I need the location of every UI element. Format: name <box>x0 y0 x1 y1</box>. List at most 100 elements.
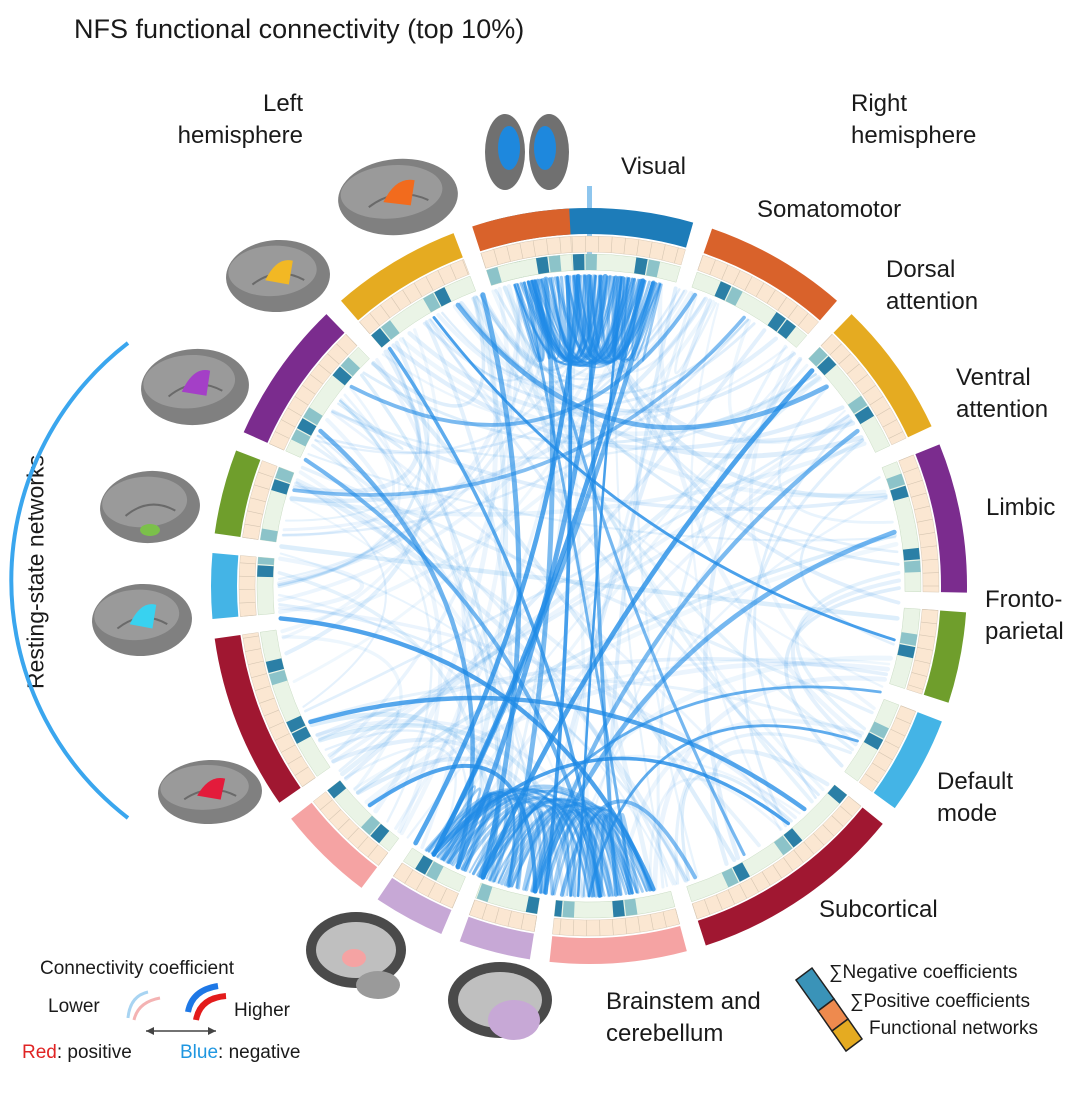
brain-region-default-mode <box>197 777 226 800</box>
ring-positive-track-frontoparietal <box>238 555 257 617</box>
connection-link-faint <box>317 722 586 899</box>
connection-link-faint <box>371 296 486 408</box>
connection-link-strong <box>432 756 790 857</box>
ring-tick <box>914 505 930 511</box>
network-label-ventral-attention: Ventral attention <box>956 362 1048 426</box>
connection-link-faint <box>742 438 865 828</box>
network-label-default-mode-line-1: Default <box>937 768 1014 795</box>
network-label-ventral-attention-line-2: attention <box>956 396 1049 423</box>
connection-link-faint <box>427 363 809 854</box>
connection-link-faint <box>289 499 593 898</box>
connection-link-visual <box>577 274 651 363</box>
brain-thumbnails <box>9 114 569 1040</box>
connection-link-subcortical <box>442 791 491 872</box>
ring-negative-cell <box>296 418 317 436</box>
connection-link-faint <box>329 282 521 760</box>
connection-link-strong <box>318 428 475 870</box>
network-label-ventral-attention-line-1: Ventral <box>956 364 1031 391</box>
ring-tick <box>378 852 389 866</box>
ring-tick <box>783 857 793 871</box>
connection-link-faint <box>674 732 853 885</box>
connection-link-faint <box>790 578 901 747</box>
ring-tick <box>777 297 787 311</box>
ring-tick <box>876 407 891 417</box>
ring-negative-cell <box>808 347 828 367</box>
ring-band-brainstem-cerebellum <box>377 877 452 934</box>
ring-tick <box>328 809 341 821</box>
ring-tick <box>302 777 316 787</box>
ring-negative-cell <box>380 320 400 340</box>
connection-link-subcortical <box>489 804 574 897</box>
ring-negative-cell <box>783 828 803 848</box>
connection-link-faint <box>425 320 884 688</box>
connection-link-faint <box>424 319 515 885</box>
ring-tick <box>610 236 613 253</box>
ring-tick <box>280 744 296 753</box>
connection-link-faint <box>292 349 422 494</box>
brain-region-visual-right <box>534 126 556 170</box>
ring-negative-cell <box>624 898 638 916</box>
ring-negative-cell <box>275 467 294 484</box>
ring-tick <box>393 862 403 877</box>
brain-thumbnail-visual <box>485 114 569 190</box>
connection-link-faint <box>295 481 387 708</box>
connection-link-faint <box>491 289 825 792</box>
ring-tick <box>697 254 704 271</box>
ring-tick <box>437 270 445 285</box>
connection-link-faint <box>479 289 685 381</box>
connection-link-visual <box>548 274 598 361</box>
ring-tick <box>244 523 261 528</box>
ring-tick <box>662 911 667 928</box>
ring-band-limbic <box>923 610 967 703</box>
connection-link-faint <box>373 292 499 814</box>
connection-link-strong <box>532 529 897 894</box>
ring-tick <box>269 443 284 451</box>
connection-link-faint <box>315 656 889 738</box>
connection-link-visual <box>531 276 561 360</box>
brain-thumbnail-frontoparietal <box>92 583 192 657</box>
connection-link-faint <box>428 318 820 797</box>
ring-tick <box>648 241 653 258</box>
connection-link-faint <box>278 606 797 820</box>
ring-band-ventral-attention <box>243 314 345 443</box>
ring-negative-cell <box>303 407 323 426</box>
ring-negative-cell <box>291 429 311 447</box>
network-label-somatomotor: Somatomotor <box>757 194 901 226</box>
network-ring <box>211 208 967 964</box>
ring-band-dorsal-attention <box>341 233 463 321</box>
ring-band-brainstem-cerebellum <box>459 916 534 960</box>
ring-tick <box>704 899 711 915</box>
ring-tick <box>319 799 333 811</box>
connection-link-faint <box>441 279 645 384</box>
legend-red-word: Red <box>22 1042 57 1063</box>
connection-link-strong <box>481 685 882 879</box>
left-hemisphere-label: Left hemisphere <box>153 88 303 152</box>
connection-link-visual <box>522 278 640 368</box>
legend-arrow-left-head <box>146 1027 154 1035</box>
ring-segment-somatomotor <box>472 208 573 286</box>
ring-negative-cell <box>340 357 361 377</box>
ring-tick <box>451 893 459 909</box>
ring-tick <box>369 313 380 326</box>
ring-negative-cell <box>268 670 288 686</box>
connection-link-faint <box>280 300 716 634</box>
ring-tick <box>506 245 511 262</box>
ring-tick <box>345 334 358 346</box>
ring-tick <box>546 238 549 255</box>
ring-segment-dorsal-attention <box>808 314 932 453</box>
ring-tick <box>716 894 723 910</box>
ring-negative-cell <box>486 266 502 286</box>
ring-negative-cell <box>525 896 540 914</box>
ring-tick <box>280 419 296 428</box>
network-label-somatomotor-line: Somatomotor <box>757 196 902 223</box>
ring-negative-cell <box>360 815 381 836</box>
connection-link-visual <box>572 274 655 365</box>
ring-tick <box>733 270 741 285</box>
ring-positive-track-frontoparietal <box>858 705 917 793</box>
brain-region-subcortical <box>342 949 366 967</box>
legend-negative-rest: : negative <box>218 1042 301 1063</box>
ring-tick <box>910 492 927 498</box>
brain-thumbnail-default-mode <box>158 759 262 825</box>
connection-link-faint <box>503 655 893 888</box>
ring-tick <box>310 374 324 385</box>
